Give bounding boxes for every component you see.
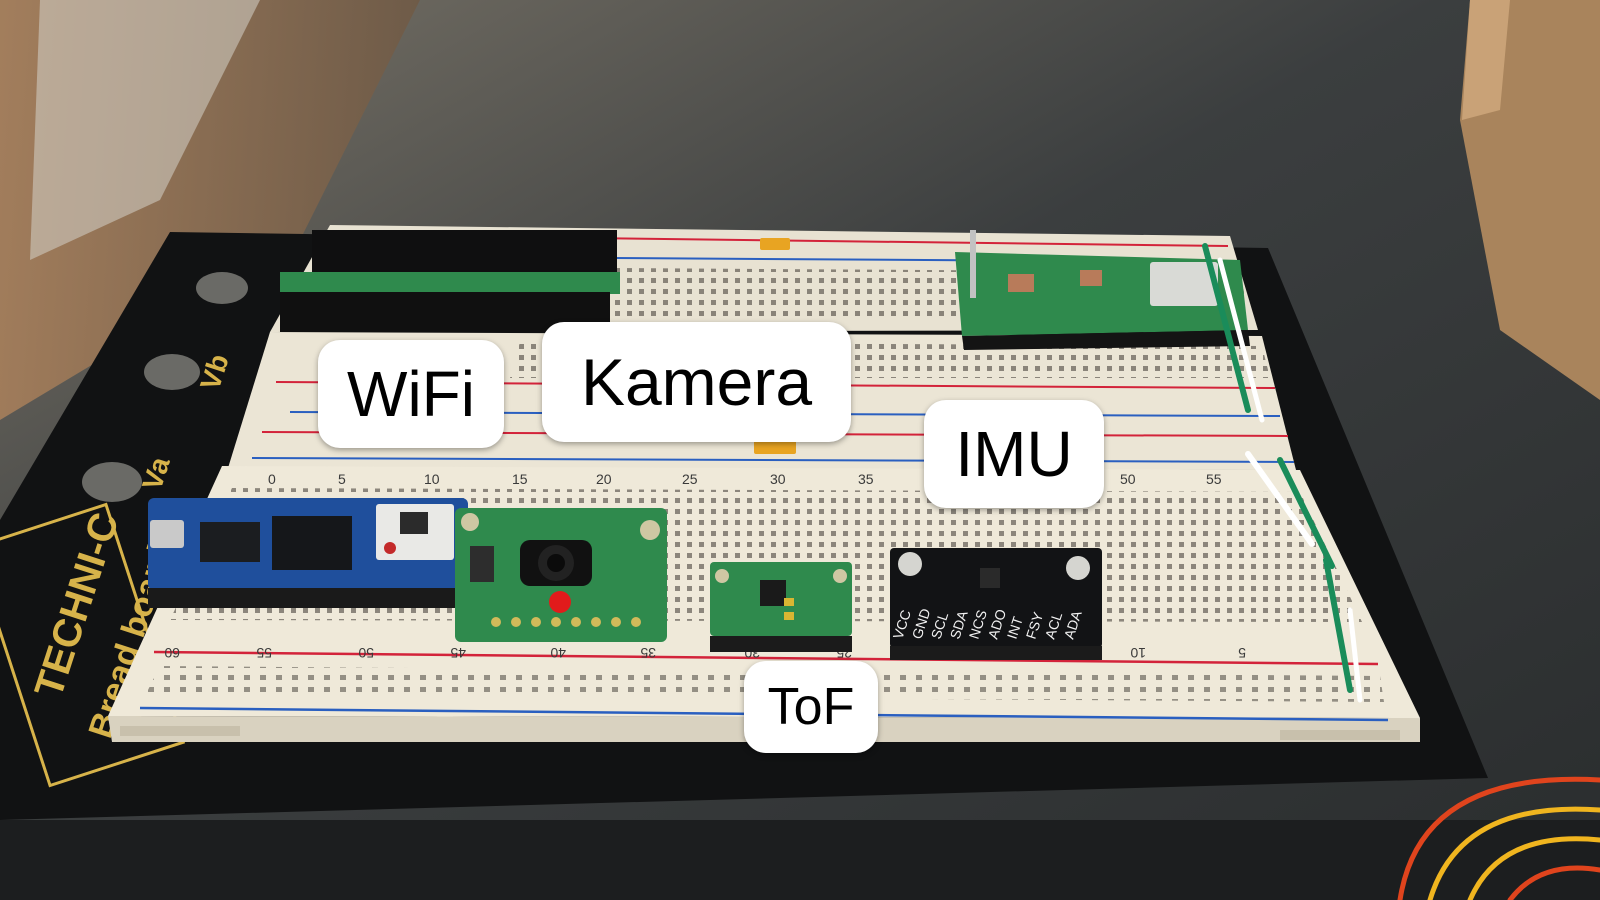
- column-number: 55: [256, 645, 272, 661]
- binding-post: [144, 354, 200, 390]
- column-number: 40: [550, 645, 566, 661]
- column-number: 0: [268, 471, 276, 487]
- column-number: 55: [1206, 471, 1222, 487]
- column-number: 25: [682, 471, 698, 487]
- wifi-module: [148, 498, 468, 608]
- jumper-link: [754, 440, 796, 454]
- label-kamera: Kamera: [542, 322, 851, 442]
- jumper-link: [760, 238, 790, 250]
- label-imu: IMU: [924, 400, 1104, 508]
- background-object: [30, 0, 260, 260]
- cardboard-box-edge: [1462, 0, 1510, 120]
- top-left-module: [280, 230, 620, 332]
- column-number: 35: [858, 471, 874, 487]
- table-foreground: [0, 820, 1600, 900]
- column-number: 60: [164, 645, 180, 661]
- column-number: 20: [596, 471, 612, 487]
- column-number: 35: [640, 645, 656, 661]
- column-number: 5: [1238, 645, 1246, 661]
- column-number: 45: [450, 645, 466, 661]
- binding-post: [82, 462, 142, 502]
- top-right-module: [955, 230, 1250, 350]
- chip: [272, 516, 352, 570]
- column-number: 5: [338, 471, 346, 487]
- column-number: 50: [1120, 471, 1136, 487]
- upper-column-numbers: 0 5 10 15 20 25 30 35 50 55: [268, 471, 1222, 487]
- column-number: 10: [424, 471, 440, 487]
- imu-pin-label: INT: [1004, 614, 1026, 641]
- usb-port: [150, 520, 184, 548]
- tof-module: [710, 562, 852, 652]
- column-number: 50: [358, 645, 374, 661]
- camera-module: [455, 508, 667, 642]
- label-wifi: WiFi: [318, 340, 504, 448]
- binding-post: [196, 272, 248, 304]
- column-number: 30: [770, 471, 786, 487]
- column-number: 15: [512, 471, 528, 487]
- column-number: 10: [1130, 645, 1146, 661]
- label-tof: ToF: [744, 661, 878, 753]
- jumper-wires: [1202, 243, 1600, 900]
